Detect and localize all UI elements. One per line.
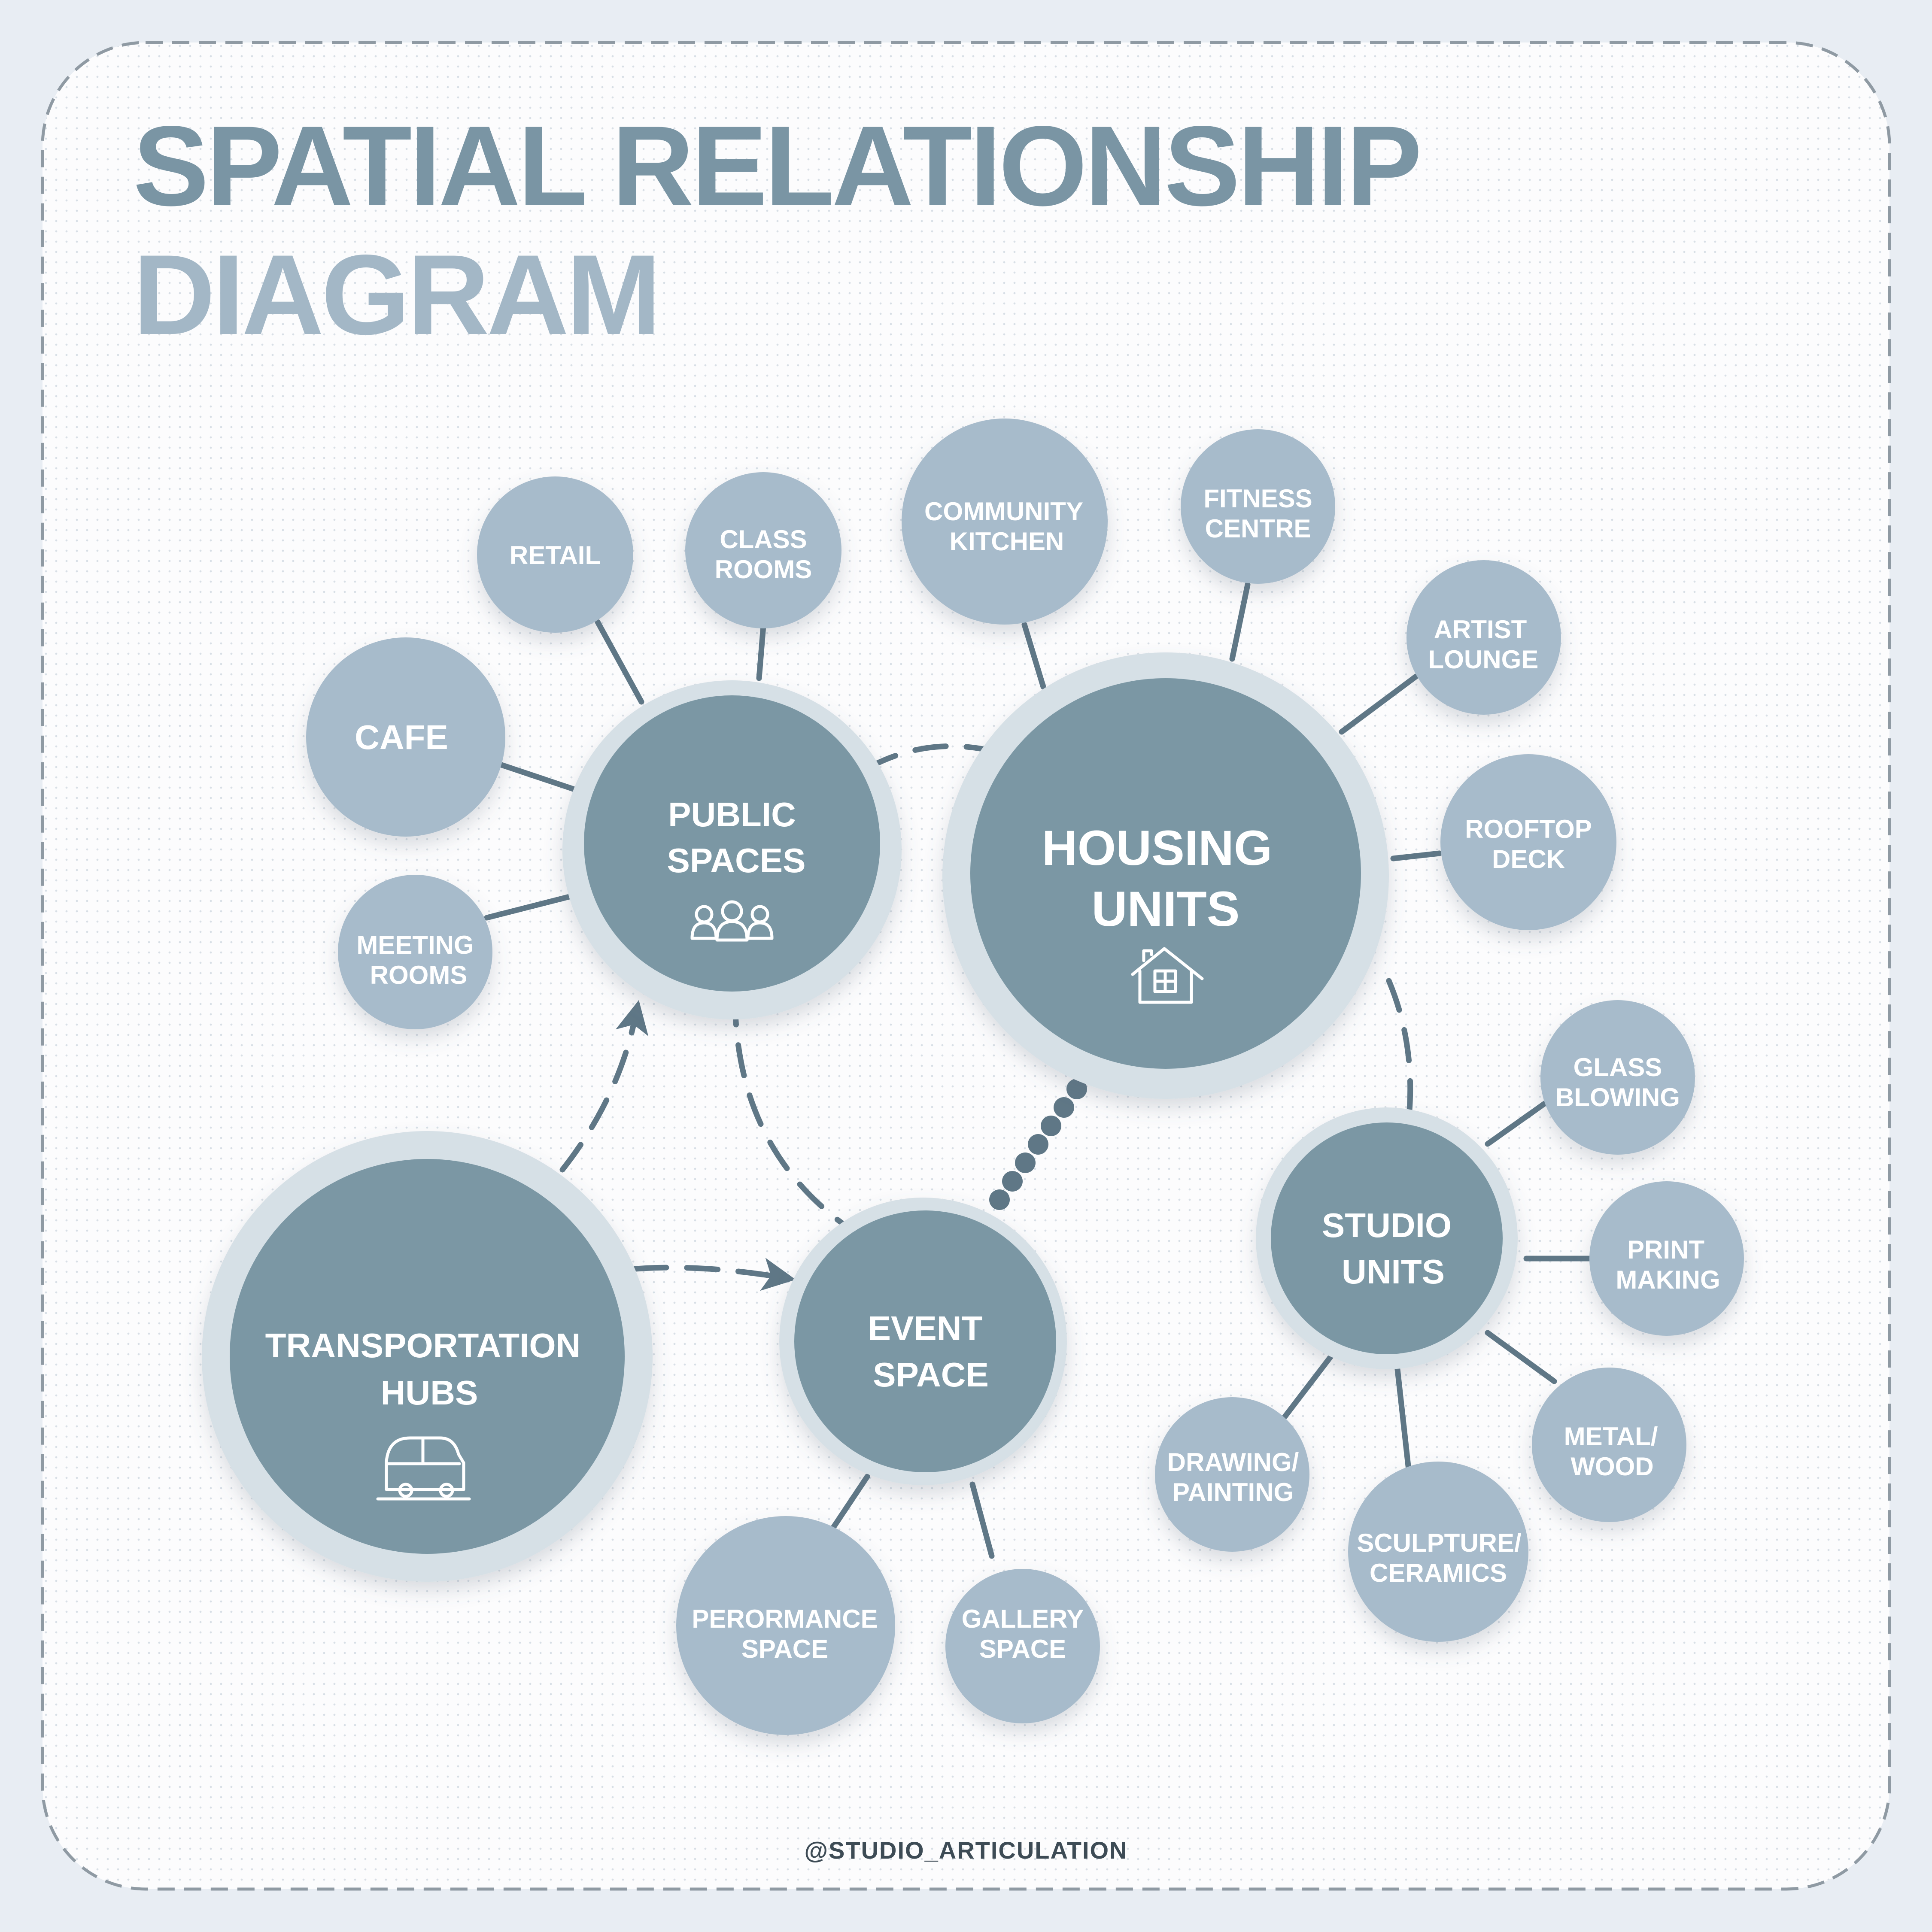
label-classrooms-1: CLASS [720, 525, 807, 554]
node-retail [477, 476, 633, 633]
dashed-public-event [732, 991, 864, 1239]
connector-public-meeting [484, 893, 574, 921]
label-artist-1: ARTIST [1434, 615, 1527, 644]
satellite-labels: RETAIL CLASS ROOMS CAFE MEETING ROOMS CO… [355, 484, 1720, 1663]
connector-housing-kitchen [1021, 622, 1046, 690]
car-icon [376, 1436, 471, 1501]
node-rooftop-deck [1440, 754, 1616, 930]
connector-public-retail [595, 619, 644, 705]
hub-labels: PUBLIC SPACES HOUSING UNITS STUDIO UNITS… [265, 795, 1452, 1412]
label-glass-2: BLOWING [1555, 1083, 1680, 1112]
hub-public-spaces [584, 695, 880, 992]
satellite-nodes [306, 419, 1744, 1735]
label-cafe: CAFE [355, 718, 448, 756]
label-gallery-1: GALLERY [962, 1604, 1084, 1633]
hub-housing-units [970, 678, 1361, 1069]
connector-housing-artist [1339, 673, 1419, 735]
hub-cores [230, 678, 1503, 1554]
node-community-kitchen [902, 419, 1108, 625]
label-fitness-1: FITNESS [1203, 484, 1312, 513]
label-rooftop-2: DECK [1492, 845, 1565, 873]
label-event-2: SPACE [873, 1356, 989, 1394]
node-sculpture-ceramics [1348, 1462, 1528, 1642]
label-print-1: PRINT [1627, 1235, 1704, 1264]
label-studio-1: STUDIO [1322, 1206, 1452, 1244]
node-classrooms [685, 472, 841, 628]
label-glass-1: GLASS [1574, 1053, 1662, 1082]
connector-event-performance [830, 1474, 870, 1531]
node-metal-wood [1532, 1368, 1686, 1522]
label-studio-2: UNITS [1342, 1253, 1445, 1291]
label-metal-1: METAL/ [1564, 1422, 1658, 1451]
node-cafe [306, 637, 505, 837]
label-public-2: SPACES [667, 841, 805, 880]
node-gallery-space [945, 1569, 1100, 1723]
dotted-housing-event [989, 1079, 1087, 1210]
connector-public-cafe [498, 762, 576, 792]
label-drawing-1: DRAWING/ [1167, 1448, 1299, 1477]
label-classrooms-2: ROOMS [715, 555, 812, 584]
label-rooftop-1: ROOFTOP [1465, 815, 1592, 843]
label-retail: RETAIL [510, 541, 601, 570]
house-icon [1131, 947, 1204, 1004]
hub-event-space [794, 1210, 1056, 1472]
label-kitchen-2: KITCHEN [950, 527, 1064, 556]
dashed-housing-studio [1386, 978, 1413, 1128]
people-icon [690, 900, 774, 942]
label-meeting-1: MEETING [356, 931, 474, 959]
label-performance-1: PERORMANCE [692, 1604, 878, 1633]
node-performance-space [676, 1516, 895, 1735]
label-meeting-2: ROOMS [370, 961, 468, 989]
node-glass-blowing [1540, 1000, 1695, 1155]
label-gallery-2: SPACE [979, 1635, 1066, 1663]
label-kitchen-1: COMMUNITY [924, 497, 1083, 526]
node-fitness-centre [1181, 429, 1335, 584]
dashed-transport-event [632, 1258, 796, 1291]
node-print-making [1589, 1181, 1744, 1336]
credit-handle: @STUDIO_ARTICULATION [804, 1837, 1128, 1864]
label-performance-2: SPACE [741, 1635, 828, 1663]
hub-studio-units [1271, 1122, 1503, 1354]
label-housing-1: HOUSING [1042, 821, 1273, 876]
label-print-2: MAKING [1616, 1265, 1720, 1294]
node-meeting [338, 875, 492, 1029]
connector-studio-metal [1485, 1330, 1557, 1384]
label-artist-2: LOUNGE [1428, 645, 1539, 674]
connector-studio-glass [1485, 1100, 1548, 1147]
connector-event-gallery [969, 1481, 995, 1559]
label-metal-2: WOOD [1571, 1452, 1653, 1481]
connector-public-classrooms [756, 623, 766, 681]
connector-housing-fitness [1229, 582, 1251, 662]
connector-lines [484, 582, 1592, 1559]
label-event-1: EVENT [868, 1309, 983, 1347]
title-line-1: SPATIAL RELATIONSHIP [133, 103, 1422, 230]
label-sculpture-2: CERAMICS [1370, 1559, 1507, 1587]
hub-transportation-hubs [230, 1159, 625, 1554]
label-housing-2: UNITS [1092, 882, 1240, 937]
label-public-1: PUBLIC [668, 795, 796, 834]
dashed-transport-public [559, 1000, 649, 1173]
label-fitness-2: CENTRE [1205, 514, 1311, 543]
connector-studio-sculpture [1394, 1366, 1411, 1469]
node-drawing-painting [1155, 1397, 1309, 1552]
label-sculpture-1: SCULPTURE/ [1357, 1529, 1522, 1557]
label-transport-1: TRANSPORTATION [265, 1326, 581, 1365]
title-line-2: DIAGRAM [133, 231, 661, 358]
connector-housing-rooftop [1390, 850, 1443, 861]
connector-studio-drawing [1282, 1353, 1334, 1419]
label-drawing-2: PAINTING [1173, 1478, 1294, 1507]
node-artist-lounge [1406, 560, 1561, 715]
label-transport-2: HUBS [381, 1374, 478, 1412]
